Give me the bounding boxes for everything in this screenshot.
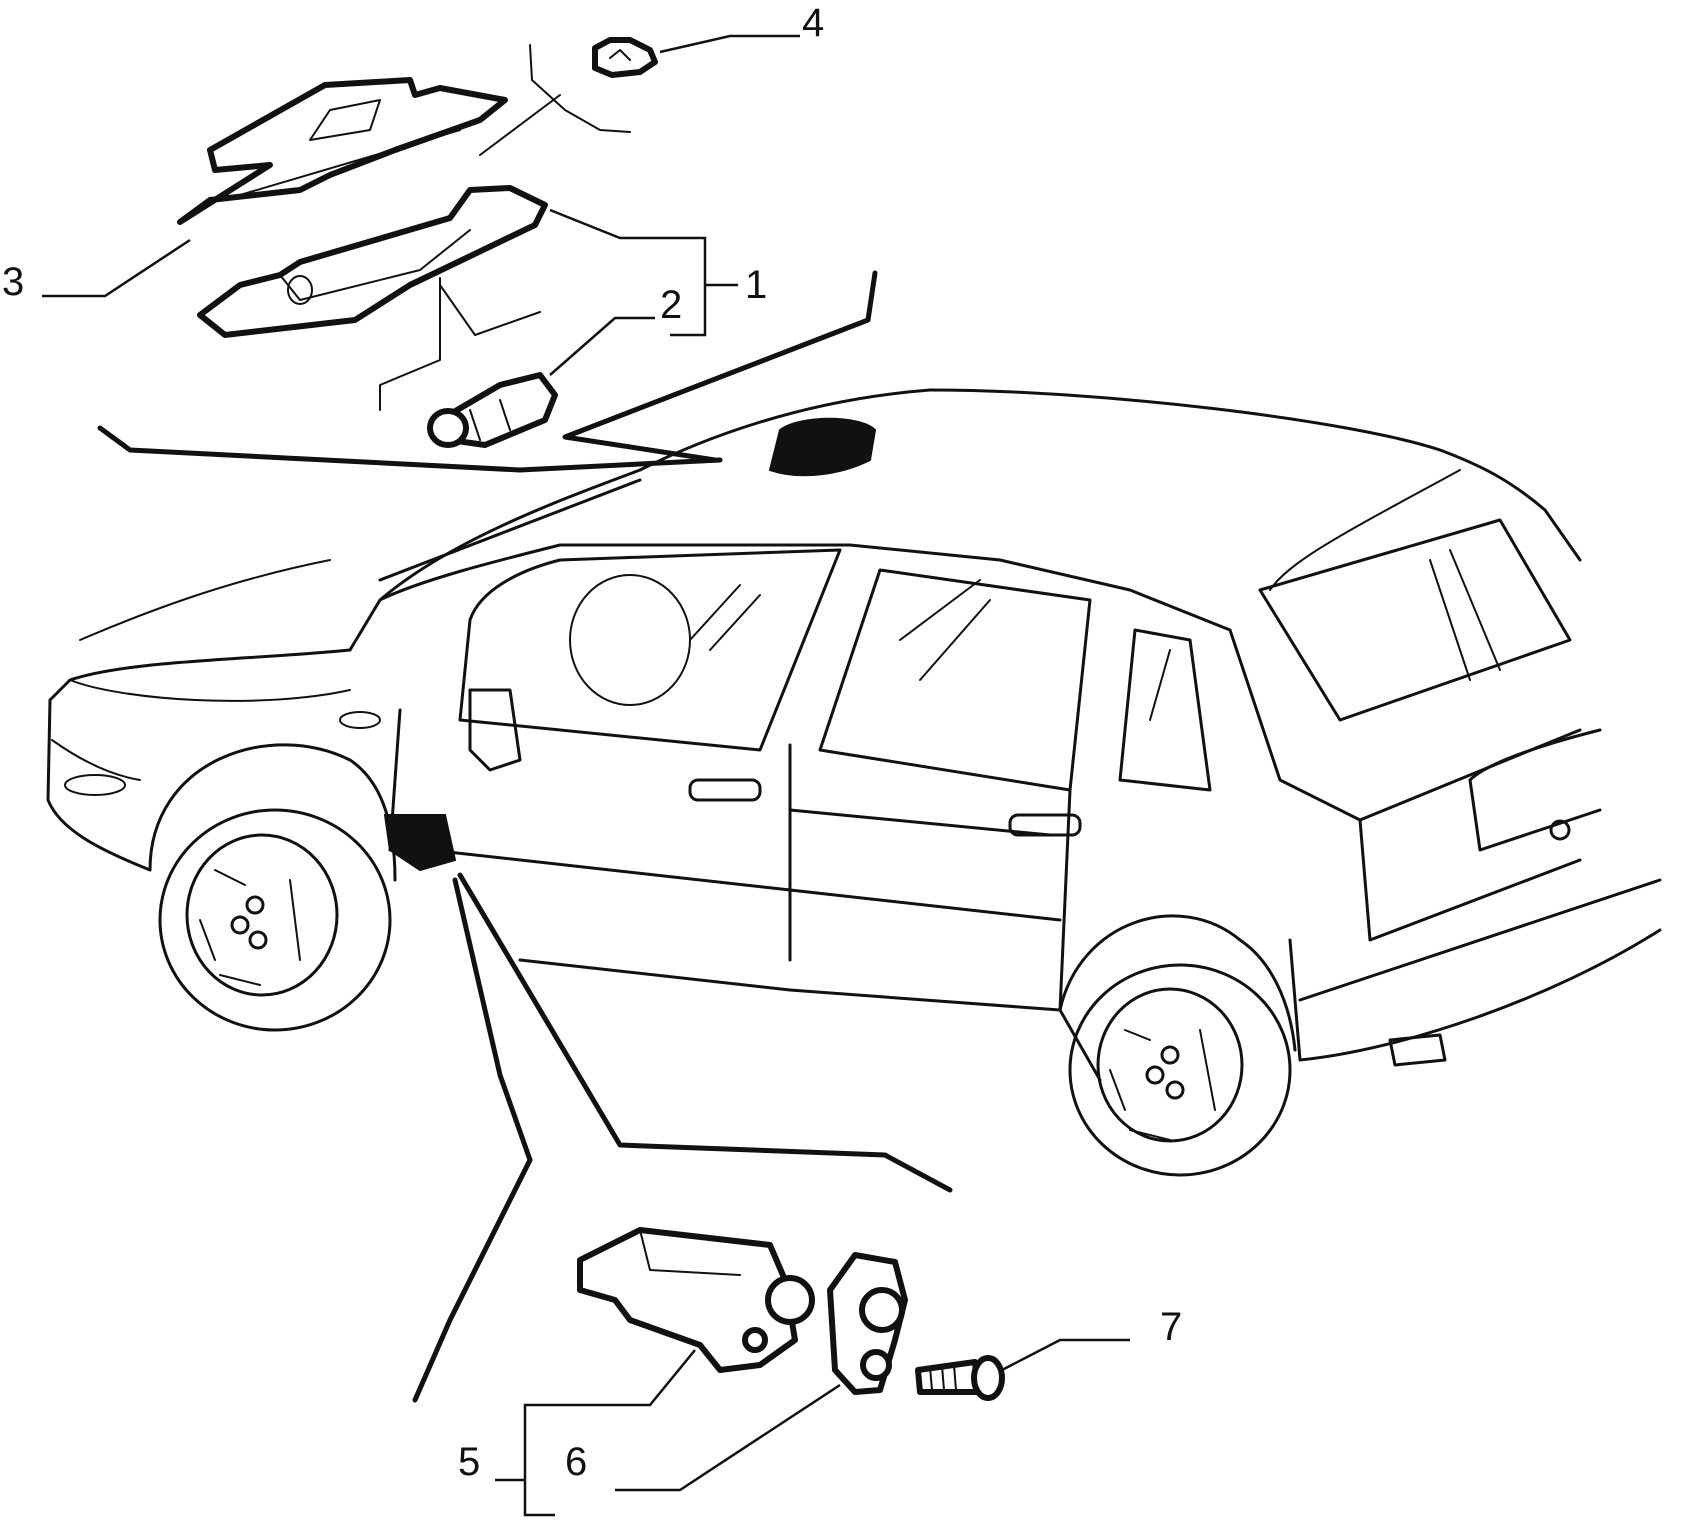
callout-1: 1 — [745, 263, 767, 307]
callout-4: 4 — [802, 1, 824, 45]
door-switch-assembly-icon — [577, 1227, 815, 1373]
callout-2: 2 — [660, 283, 682, 327]
callout-labels: 1 2 3 4 5 6 7 — [2, 1, 1182, 1484]
door-leader-lines — [412, 872, 953, 1403]
callout-6: 6 — [565, 1440, 587, 1484]
retaining-clip-icon — [592, 37, 658, 78]
roof-leader-lines — [97, 44, 878, 473]
screw-icon — [915, 1355, 1005, 1401]
callout-5: 5 — [458, 1440, 480, 1484]
switch-gasket-icon — [827, 1252, 908, 1395]
festoon-bulb-icon — [427, 372, 558, 448]
callout-7: 7 — [1160, 1305, 1182, 1349]
callout-leaders — [42, 34, 1130, 1517]
callout-3: 3 — [2, 260, 24, 304]
hatchback-car-icon — [46, 388, 1662, 1177]
courtesy-lamp-assembly-icon — [197, 185, 548, 338]
lamp-lens-cover-icon — [177, 77, 508, 225]
